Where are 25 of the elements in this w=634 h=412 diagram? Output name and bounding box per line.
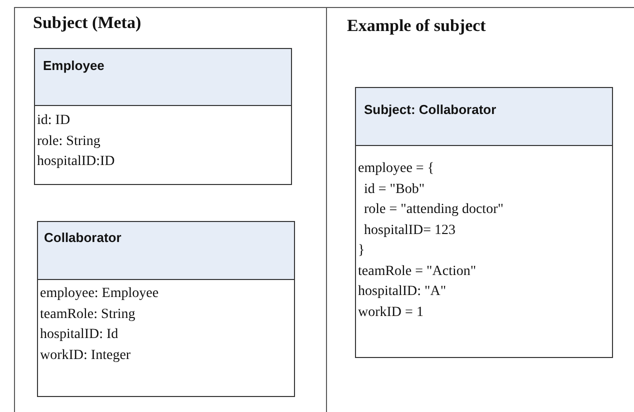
- panel-title: Example of subject: [347, 16, 486, 36]
- attribute-text: }: [358, 242, 365, 260]
- attribute-text: workID = 1: [358, 304, 424, 322]
- panel: [326, 7, 634, 412]
- class-box: [355, 87, 613, 358]
- attribute-text: hospitalID: "A": [358, 283, 446, 301]
- attribute-text: role: String: [37, 132, 100, 150]
- panel-title: Subject (Meta): [33, 13, 142, 33]
- attribute-text: employee: Employee: [40, 285, 159, 303]
- class-box: [34, 48, 292, 185]
- attribute-text: hospitalID: Id: [40, 326, 118, 344]
- class-name: Collaborator: [44, 230, 122, 245]
- attribute-text: hospitalID:ID: [37, 153, 115, 171]
- attribute-text: employee = {: [358, 160, 434, 178]
- attribute-text: role = "attending doctor": [364, 201, 504, 219]
- attribute-text: workID: Integer: [40, 346, 131, 364]
- class-box: [37, 221, 295, 397]
- attribute-text: teamRole: String: [40, 306, 136, 324]
- attribute-text: hospitalID= 123: [364, 222, 456, 240]
- class-name: Employee: [43, 58, 104, 73]
- attribute-text: teamRole = "Action": [358, 262, 476, 280]
- class-name: Subject: Collaborator: [364, 102, 496, 117]
- attribute-text: id = "Bob": [364, 180, 425, 198]
- attribute-text: id: ID: [37, 112, 70, 130]
- panel: [14, 7, 326, 412]
